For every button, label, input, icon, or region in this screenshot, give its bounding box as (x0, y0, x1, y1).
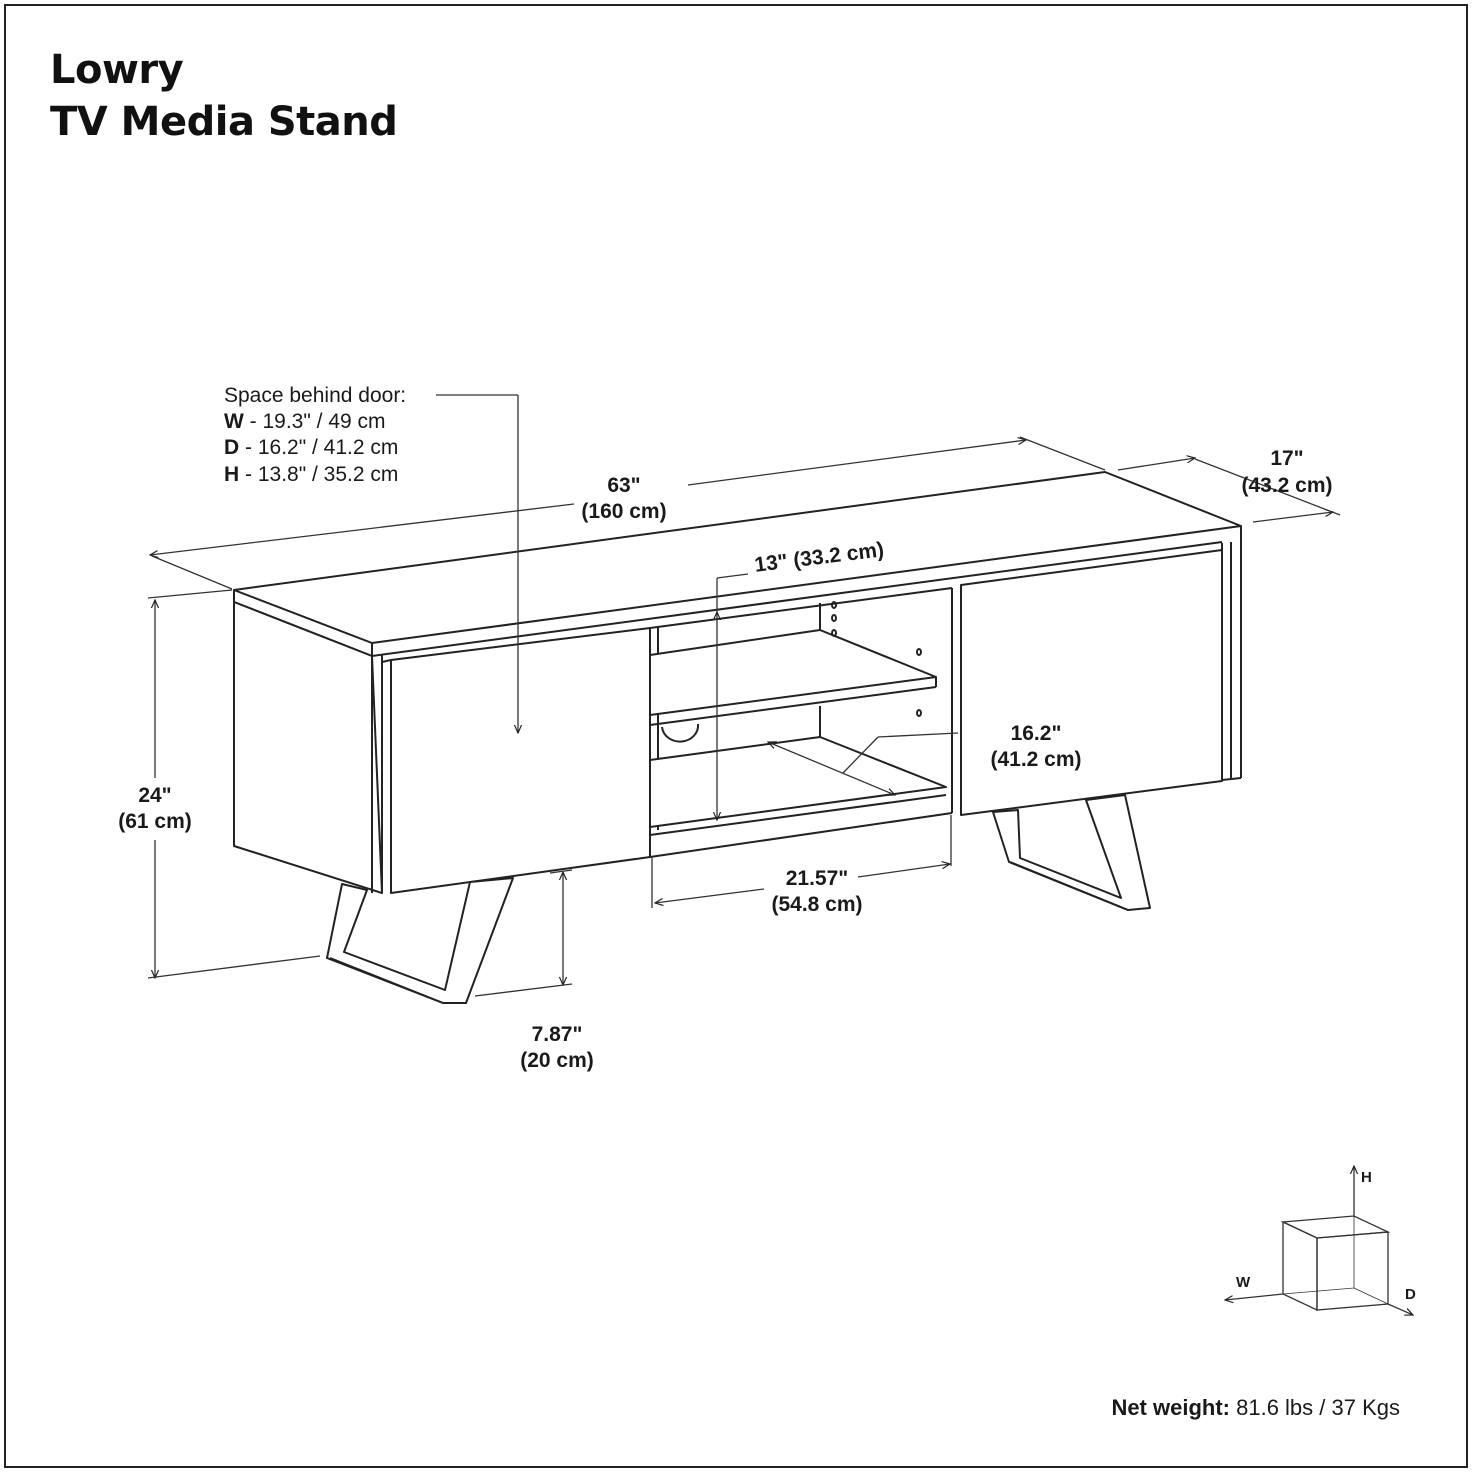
page-frame (4, 4, 1468, 1468)
leg-height-imperial-label: 7.87" (532, 1023, 583, 1046)
right-leg (992, 794, 1151, 911)
dimension-lines (147, 394, 1341, 997)
bottom-shelf (649, 736, 947, 828)
depth-metric-label: (43.2 cm) (1241, 474, 1332, 497)
net-weight: Net weight: 81.6 lbs / 37 Kgs (1111, 1395, 1400, 1421)
left-side-panel (233, 601, 383, 894)
left-door (390, 627, 651, 894)
net-weight-label: Net weight: (1111, 1395, 1230, 1420)
note-row-height: H - 13.8" / 35.2 cm (224, 463, 398, 486)
note-row-width: W - 19.3" / 49 cm (224, 410, 386, 433)
net-weight-value: 81.6 lbs / 37 Kgs (1230, 1395, 1400, 1420)
tv-stand-illustration (233, 471, 1242, 1004)
height-imperial-label: 24" (138, 784, 171, 807)
opening-width-imperial-label: 21.57" (786, 867, 849, 890)
shelf-depth-imperial-label: 16.2" (1011, 722, 1062, 745)
depth-imperial-label: 17" (1270, 447, 1303, 470)
axis-h-label: H (1361, 1169, 1372, 1186)
product-type: TV Media Stand (50, 99, 398, 145)
d-axis-arrow (1387, 1303, 1413, 1315)
space-behind-door-note: Space behind door: W - 19.3" / 49 cm D -… (224, 384, 406, 486)
note-heading: Space behind door: (224, 384, 406, 407)
product-name: Lowry (50, 47, 184, 93)
axis-legend-cube (1225, 1166, 1413, 1315)
axis-d-label: D (1405, 1286, 1416, 1303)
width-imperial-label: 63" (607, 474, 640, 497)
shelf-depth-metric-label: (41.2 cm) (990, 748, 1081, 771)
width-metric-label: (160 cm) (581, 500, 666, 523)
left-leg (326, 877, 514, 1004)
axis-w-label: W (1236, 1274, 1251, 1291)
page-title: Lowry TV Media Stand (50, 44, 398, 148)
upper-shelf (649, 629, 937, 716)
note-row-depth: D - 16.2" / 41.2 cm (224, 436, 398, 459)
height-metric-label: (61 cm) (118, 810, 192, 833)
w-axis-arrow (1225, 1293, 1284, 1300)
right-door (960, 549, 1223, 816)
leg-height-metric-label: (20 cm) (520, 1049, 594, 1072)
opening-width-metric-label: (54.8 cm) (771, 893, 862, 916)
